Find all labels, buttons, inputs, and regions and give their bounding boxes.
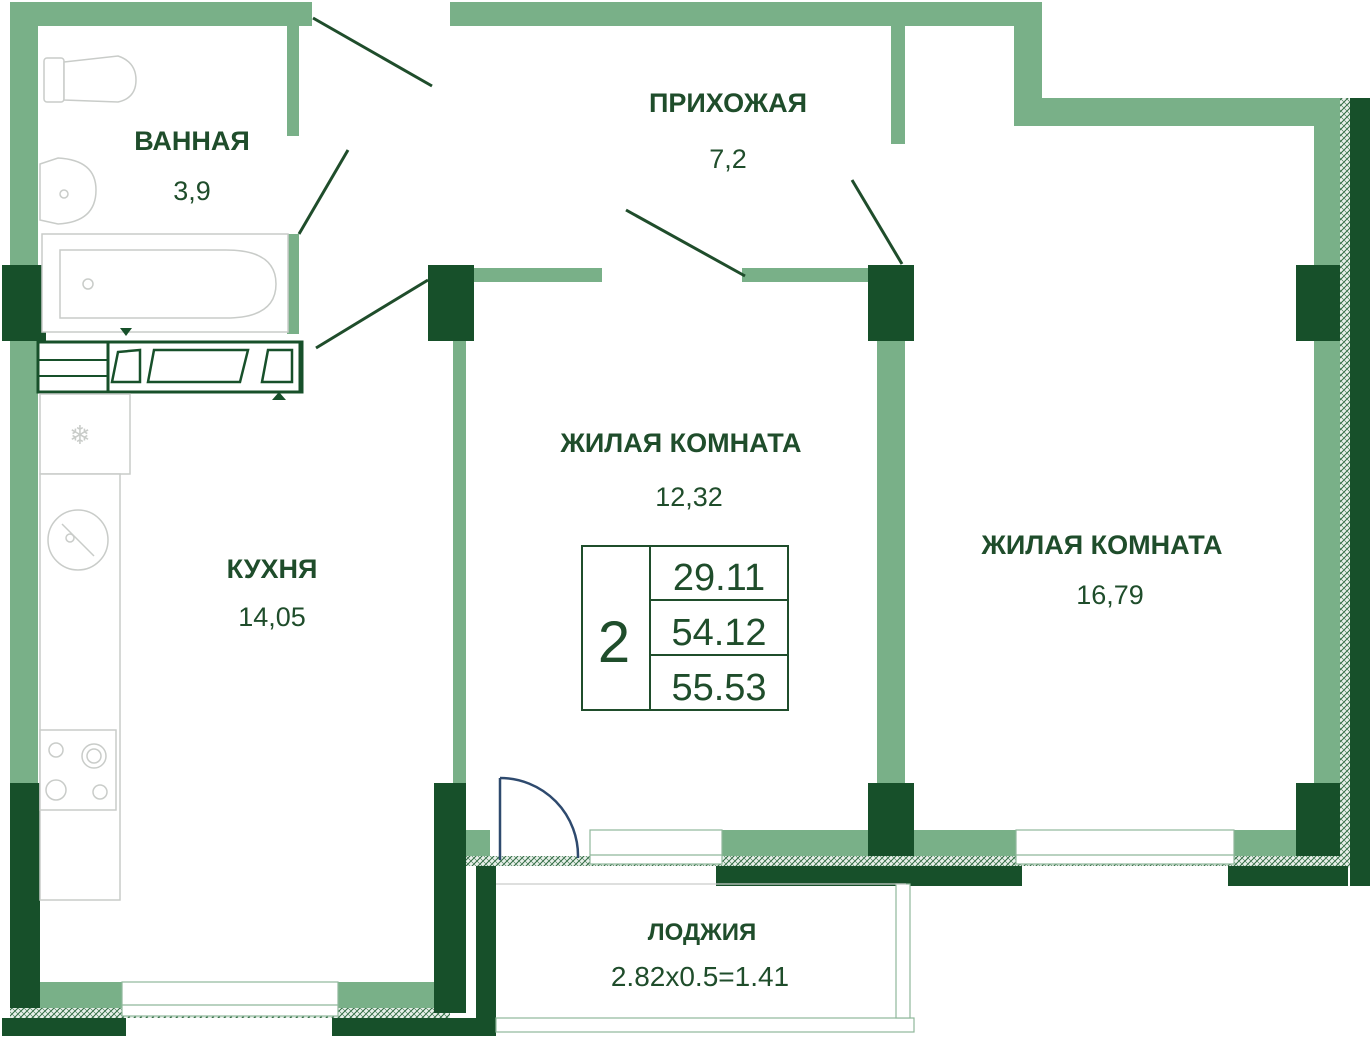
kitchen-fixtures: ❄ xyxy=(39,393,131,901)
total-area-value: 54.12 xyxy=(671,612,766,654)
living-room-1-area: 12,32 xyxy=(655,482,723,512)
bathroom-area: 3,9 xyxy=(173,176,211,206)
door-kitchen-leaf xyxy=(315,278,429,350)
loggia-area: 2.82x0.5=1.41 xyxy=(611,961,789,992)
kitchen-sink-icon xyxy=(47,509,109,571)
loggia-label: ЛОДЖИЯ xyxy=(648,919,756,946)
bathroom-fixtures xyxy=(39,55,289,333)
column-left-bottom xyxy=(10,783,40,1008)
installation-strip xyxy=(36,328,304,400)
kitchen-label: КУХНЯ xyxy=(227,554,318,584)
wall-bottom-dark-a xyxy=(716,866,1022,886)
column-right-top xyxy=(1296,265,1340,341)
column-right-bottom xyxy=(1296,783,1340,856)
wall-bottom-living1-a xyxy=(466,830,490,860)
windows xyxy=(121,829,1235,1033)
living-room-1-label: ЖИЛАЯ КОМНАТА xyxy=(559,428,801,458)
window-loggia-right xyxy=(895,883,911,1019)
hallway-label: ПРИХОЖАЯ xyxy=(649,88,807,118)
wall-bottom-dark-d xyxy=(332,1018,496,1036)
column-center-right xyxy=(868,265,914,341)
fridge-icon: ❄ xyxy=(39,393,131,475)
kitchen-area: 14,05 xyxy=(238,602,306,632)
sink-icon xyxy=(39,157,97,225)
wall-living1-top-b xyxy=(742,268,872,282)
stove-icon xyxy=(39,729,117,811)
bathroom-label: ВАННАЯ xyxy=(134,126,250,156)
wall-bottom-kitchen-b xyxy=(338,982,436,1010)
wall-bottom-dark-b xyxy=(1228,866,1348,886)
wall-bottom-living1-b xyxy=(722,830,878,860)
wall-bottom-living2-a xyxy=(904,830,1016,860)
door-living1-leaf xyxy=(625,208,746,278)
window-loggia-bottom xyxy=(495,1017,915,1033)
door-living2-leaf xyxy=(850,179,904,265)
wall-bottom-dark-c xyxy=(2,1018,126,1036)
wall-living1-living2 xyxy=(877,340,905,785)
svg-text:❄: ❄ xyxy=(69,421,91,451)
living-room-2-label: ЖИЛАЯ КОМНАТА xyxy=(980,530,1222,560)
doors xyxy=(297,16,904,350)
window-kitchen xyxy=(121,981,339,1017)
wall-bath-lower xyxy=(287,234,299,334)
rooms-count: 2 xyxy=(598,610,630,675)
wall-kitchen-living1 xyxy=(453,340,466,785)
walls-dark xyxy=(2,98,1370,1036)
column-mid-bottom xyxy=(868,783,914,856)
area-summary xyxy=(581,545,789,711)
column-left-top xyxy=(2,265,46,341)
wall-top-right xyxy=(450,2,1042,26)
wall-hall-stub xyxy=(891,26,905,144)
living-room-2-area: 16,79 xyxy=(1076,580,1144,610)
toilet-icon xyxy=(43,55,137,103)
living-area-value: 29.11 xyxy=(673,557,765,599)
wall-bath-stub xyxy=(287,26,299,136)
wall-top-far xyxy=(1014,98,1354,126)
bathtub-icon xyxy=(41,233,289,333)
hallway-area: 7,2 xyxy=(709,144,747,174)
wall-living1-top-a xyxy=(472,268,602,282)
door-entrance-leaf xyxy=(312,16,433,88)
hatch-bottom-living xyxy=(466,856,1346,866)
column-center-left xyxy=(428,265,474,341)
wall-right-dark xyxy=(1350,98,1370,886)
loggia-wall-left xyxy=(476,866,496,1036)
door-loggia xyxy=(498,776,580,860)
column-center-bottom xyxy=(434,783,466,1013)
door-bathroom-leaf xyxy=(297,149,350,235)
window-living2 xyxy=(1015,829,1235,865)
hatch-right xyxy=(1340,98,1350,868)
window-living1 xyxy=(589,829,723,865)
total-with-loggia-value: 55.53 xyxy=(671,667,766,709)
wall-top-left xyxy=(10,2,312,26)
